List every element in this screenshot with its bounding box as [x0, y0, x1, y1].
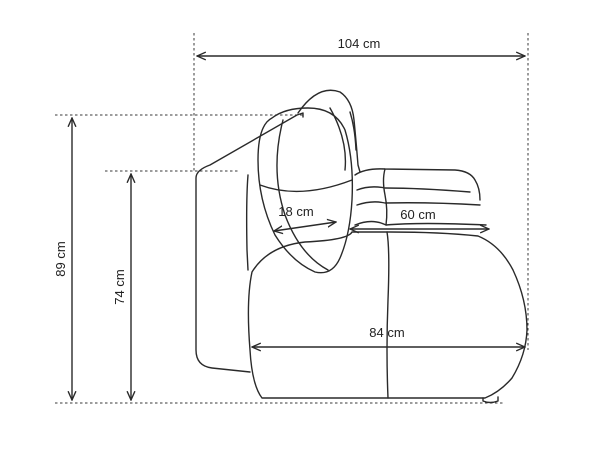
label-width-top: 104 cm	[338, 36, 381, 51]
label-pillow-depth: 18 cm	[278, 204, 313, 219]
seat-back-top	[354, 168, 481, 201]
seat-back-tuft-line-1	[356, 186, 471, 193]
seat-body-outline	[247, 231, 528, 399]
dimension-labels: 104 cm 89 cm 74 cm 18 cm 60 cm 84 cm	[53, 35, 436, 340]
pillow-seam-right	[329, 107, 347, 171]
back-cushion-seam	[349, 111, 357, 151]
label-seat-depth: 60 cm	[400, 207, 435, 222]
seat-divider	[386, 231, 390, 399]
label-depth-total: 84 cm	[369, 325, 404, 340]
dimension-lines	[72, 56, 525, 400]
label-height-total: 89 cm	[53, 241, 68, 276]
sofa-drawing	[195, 89, 528, 404]
seat-back-divider	[382, 168, 388, 226]
label-height-back: 74 cm	[112, 269, 127, 304]
pillow-outline	[257, 107, 354, 274]
seat-back-tuft-line-3	[354, 220, 487, 226]
pillow-seam-left	[276, 119, 329, 271]
extension-lines	[55, 33, 529, 404]
seat-back-tuft-line-2	[356, 201, 481, 206]
side-panel-inner-edge	[245, 174, 249, 271]
dim-line-pillow-depth	[274, 222, 336, 231]
sofa-foot	[482, 396, 499, 404]
label-bg-width-top	[332, 35, 386, 51]
pillow-seam-middle	[259, 179, 353, 193]
